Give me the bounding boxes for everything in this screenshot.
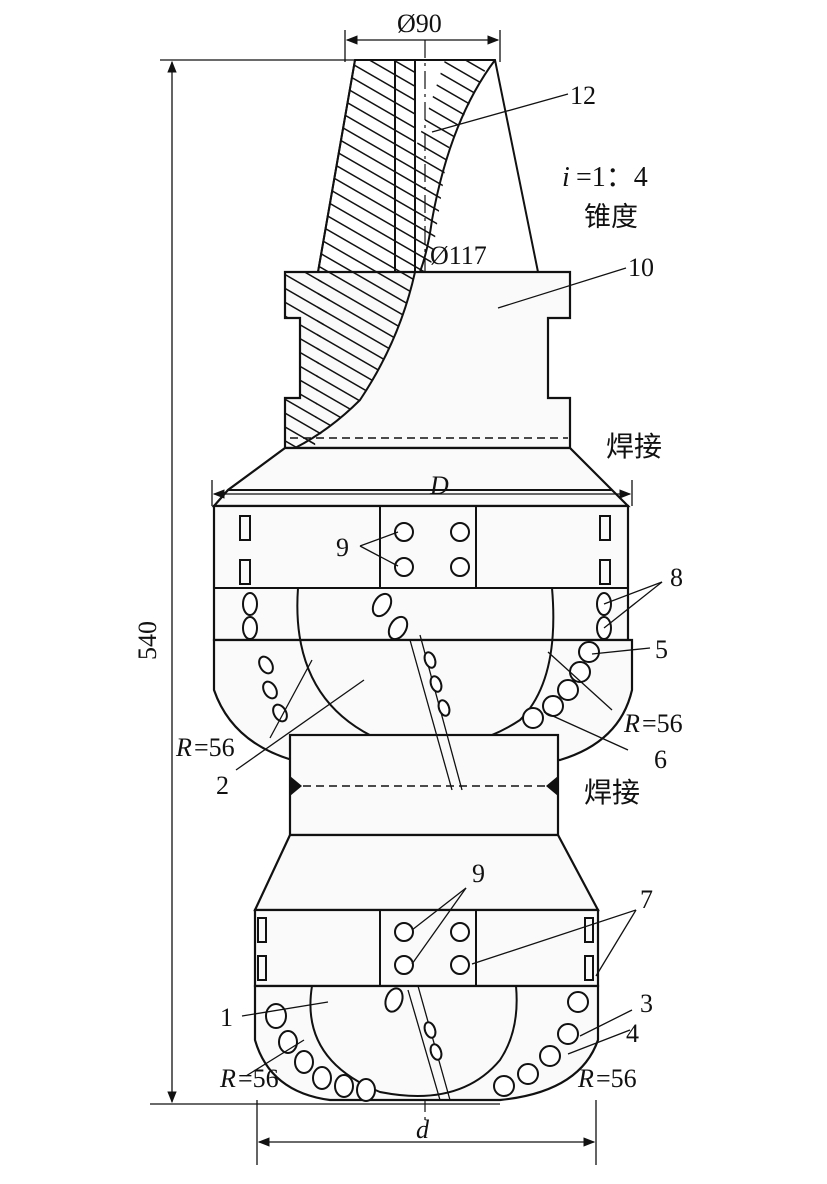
- part-label-5: 5: [655, 635, 668, 664]
- radius-upper-right: =56: [642, 709, 683, 738]
- upper-cone: [211, 446, 631, 508]
- weld-label-upper: 焊接: [606, 430, 662, 463]
- part-label-3: 3: [640, 989, 653, 1018]
- dim-upper-diameter: D: [429, 471, 449, 500]
- radius-upper-left: =56: [194, 733, 235, 762]
- part-label-8: 8: [670, 563, 683, 592]
- lower-reamer-body: [253, 908, 600, 1102]
- weld-label-lower: 焊接: [584, 776, 640, 809]
- dim-lower-diameter: d: [416, 1115, 430, 1144]
- radius-symbol-upper-right: R: [623, 709, 640, 738]
- dim-mid-diameter: Ø117: [430, 241, 487, 270]
- radius-symbol-lower-right: R: [577, 1064, 594, 1093]
- part-label-10: 10: [628, 253, 654, 282]
- part-label-2: 2: [216, 771, 229, 800]
- part-label-9-upper: 9: [336, 533, 349, 562]
- part-label-7: 7: [640, 885, 653, 914]
- upper-reamer-body: [212, 504, 634, 762]
- taper-i: i: [562, 162, 570, 193]
- dim-overall-length: 540: [133, 621, 162, 660]
- lower-cone: [253, 833, 600, 912]
- part-label-1: 1: [220, 1003, 233, 1032]
- radius-lower-right: =56: [596, 1064, 637, 1093]
- radius-lower-left: =56: [238, 1064, 279, 1093]
- dim-top-diameter: Ø90: [397, 9, 442, 38]
- part-10-body: [283, 270, 572, 450]
- radius-symbol-upper-left: R: [175, 733, 192, 762]
- taper-shank: [316, 59, 539, 273]
- leader-lines: [235, 93, 663, 1077]
- taper-ratio: =1：4: [576, 162, 648, 193]
- part-label-6: 6: [654, 745, 667, 774]
- taper-word: 锥度: [584, 202, 638, 233]
- radius-symbol-lower-left: R: [219, 1064, 236, 1093]
- weld-neck: [288, 733, 560, 837]
- part-label-4: 4: [626, 1019, 639, 1048]
- part-label-9-lower: 9: [472, 859, 485, 888]
- dimensions: [150, 30, 633, 1165]
- cutters: [242, 522, 612, 1102]
- part-label-12: 12: [570, 81, 596, 110]
